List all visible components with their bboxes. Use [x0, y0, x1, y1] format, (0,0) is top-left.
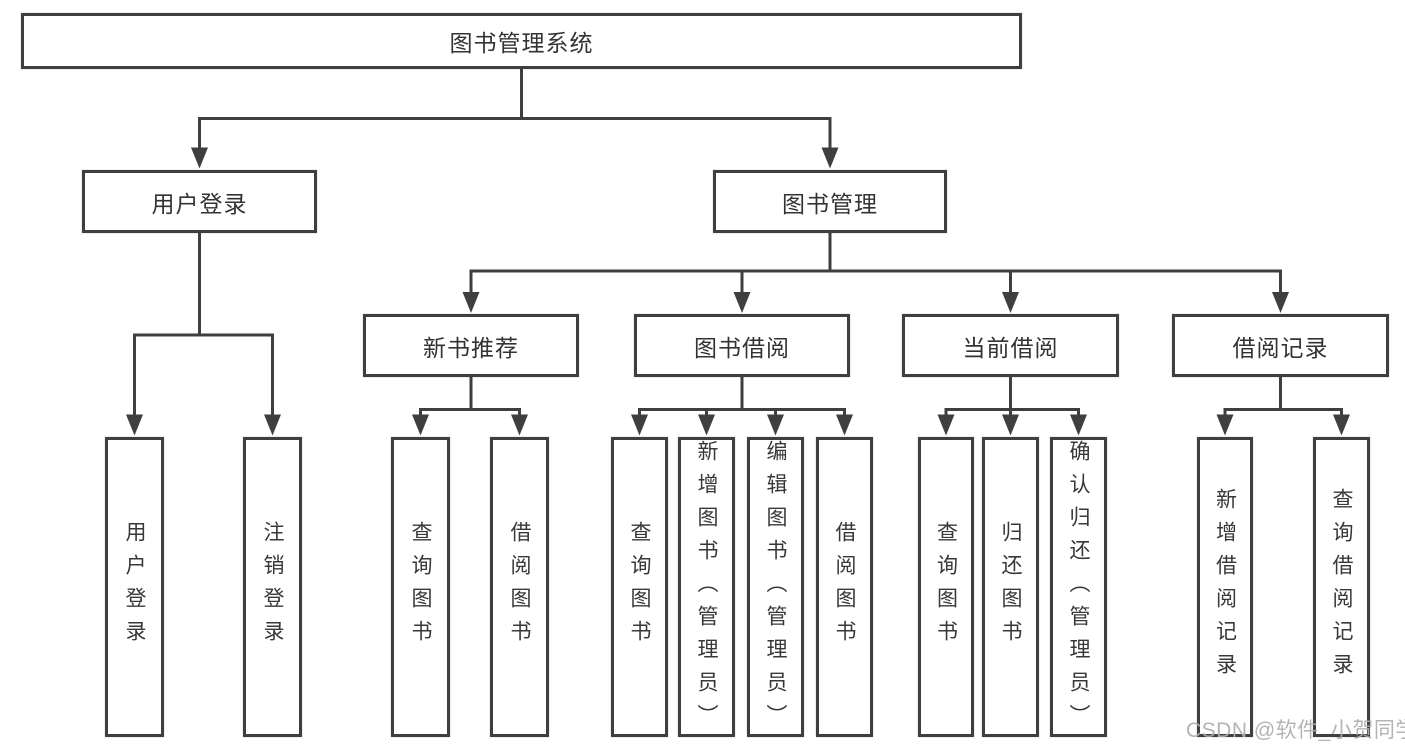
leaf-add-borrow-record: 新增借阅记录 [1197, 437, 1253, 737]
leaf-logout-label: 注销登录 [261, 521, 284, 653]
leaf-query-borrow-record: 查询借阅记录 [1313, 437, 1370, 737]
leaf-borrow-books-2: 借阅图书 [816, 437, 873, 737]
leaf-add-books-admin: 新增图书（管理员） [678, 437, 735, 737]
leaf-return-books: 归还图书 [982, 437, 1039, 737]
edge-newbook-to-leaves [412, 375, 528, 436]
leaf-return-books-label: 归还图书 [999, 521, 1022, 653]
leaf-borrow-books-2-label: 借阅图书 [833, 521, 856, 653]
edge-bookmgmt-to-level3 [462, 231, 1289, 313]
leaf-borrow-books-label: 借阅图书 [508, 521, 531, 653]
edge-bookborrow-to-leaves [631, 375, 853, 436]
leaf-user-login-label: 用户登录 [123, 521, 146, 653]
edge-root-to-level2 [191, 66, 839, 169]
leaf-borrow-books: 借阅图书 [490, 437, 549, 737]
node-library-management-system: 图书管理系统 [21, 13, 1022, 69]
edge-borrowrecord-to-leaves [1216, 375, 1350, 436]
leaf-edit-books-admin-label: 编辑图书（管理员） [764, 440, 787, 737]
leaf-query-books-2-label: 查询图书 [628, 521, 651, 653]
leaf-add-books-admin-label: 新增图书（管理员） [695, 440, 718, 737]
edge-userlogin-to-leaves [126, 231, 281, 436]
leaf-confirm-return-admin: 确认归还（管理员） [1050, 437, 1107, 737]
watermark-text: CSDN @软件_小贺同学 [1186, 719, 1405, 742]
leaf-query-books: 查询图书 [391, 437, 450, 737]
node-book-management: 图书管理 [713, 170, 947, 233]
leaf-confirm-return-admin-label: 确认归还（管理员） [1067, 440, 1090, 737]
leaf-query-books-2: 查询图书 [611, 437, 668, 737]
leaf-add-borrow-record-label: 新增借阅记录 [1213, 488, 1237, 686]
edge-currentborrow-to-leaves [937, 375, 1087, 436]
leaf-query-books-label: 查询图书 [409, 521, 432, 653]
node-new-book-recommendation: 新书推荐 [363, 314, 579, 377]
node-user-login: 用户登录 [82, 170, 317, 233]
node-current-borrowing: 当前借阅 [902, 314, 1119, 377]
leaf-query-borrow-record-label: 查询借阅记录 [1330, 488, 1353, 686]
node-book-borrowing: 图书借阅 [634, 314, 850, 377]
leaf-query-books-3: 查询图书 [918, 437, 974, 737]
leaf-edit-books-admin: 编辑图书（管理员） [747, 437, 804, 737]
node-borrowing-records: 借阅记录 [1172, 314, 1389, 377]
leaf-logout: 注销登录 [243, 437, 302, 737]
leaf-query-books-3-label: 查询图书 [934, 521, 958, 653]
leaf-user-login: 用户登录 [105, 437, 164, 737]
